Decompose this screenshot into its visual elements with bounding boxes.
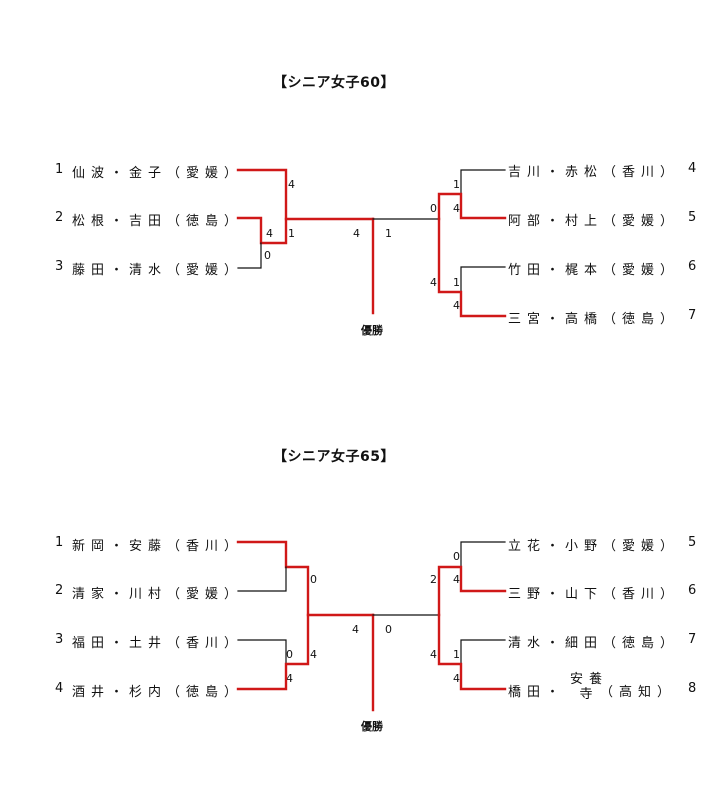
team-name: 竹田・梶本（愛媛）: [508, 263, 680, 278]
match-score: 0: [310, 573, 317, 586]
match-score: 4: [453, 299, 460, 312]
seed-number: 4: [55, 681, 64, 696]
seed-number: 1: [55, 535, 64, 550]
team-name-part: 橋田・: [508, 685, 566, 700]
match-score: 4: [430, 648, 437, 661]
team-name: 仙波・金子（愛媛）: [72, 166, 244, 181]
seed-number: 2: [55, 210, 64, 225]
final-score-right: 0: [385, 623, 392, 636]
team-name-part: （高知）: [600, 685, 677, 700]
match-score: 2: [430, 573, 437, 586]
match-score: 4: [266, 227, 273, 240]
bracket-line-win: [236, 216, 288, 245]
bracket-line-win: [437, 217, 507, 318]
team-name: 吉川・赤松（香川）: [508, 165, 680, 180]
bracket-line: [460, 639, 506, 665]
seed-number: 6: [688, 583, 697, 598]
bracket-line: [460, 541, 506, 568]
seed-number: 5: [688, 210, 697, 225]
seed-number: 7: [688, 308, 697, 323]
seed-number: 3: [55, 632, 64, 647]
match-score: 0: [430, 202, 437, 215]
match-score: 4: [453, 202, 460, 215]
team-name: 福田・土井（香川）: [72, 636, 244, 651]
final-score-right: 1: [385, 227, 392, 240]
match-score: 4: [453, 672, 460, 685]
match-score: 0: [286, 648, 293, 661]
match-score: 1: [453, 276, 460, 289]
team-name: 藤田・清水（愛媛）: [72, 263, 244, 278]
final-score-left: 4: [352, 623, 359, 636]
team-name-part: 安養 寺: [570, 672, 609, 702]
team-name: 新岡・安藤（香川）: [72, 539, 244, 554]
team-name: 酒井・杉内（徳島）: [72, 685, 244, 700]
seed-number: 4: [688, 161, 697, 176]
team-name: 清水・細田（徳島）: [508, 636, 680, 651]
seed-number: 1: [55, 162, 64, 177]
team-name: 三野・山下（香川）: [508, 587, 680, 602]
bracket-line-win: [236, 540, 375, 617]
seed-number: 5: [688, 535, 697, 550]
match-score: 1: [288, 227, 295, 240]
seed-number: 2: [55, 583, 64, 598]
bracket-line: [237, 639, 287, 665]
match-score: 4: [430, 276, 437, 289]
match-score: 1: [453, 648, 460, 661]
seed-number: 7: [688, 632, 697, 647]
winner-label: 優勝: [361, 720, 383, 733]
match-score: 0: [264, 249, 271, 262]
bracket-line-win: [437, 192, 507, 221]
seed-number: 3: [55, 259, 64, 274]
bracket-line: [237, 566, 287, 592]
team-name: 清家・川村（愛媛）: [72, 587, 244, 602]
final-score-left: 4: [353, 227, 360, 240]
match-score: 4: [310, 648, 317, 661]
bracket-title: 【シニア女子65】: [273, 449, 395, 465]
seed-number: 8: [688, 681, 697, 696]
bracket-line-win: [437, 565, 507, 617]
bracket-line: [460, 266, 506, 293]
match-score: 4: [288, 178, 295, 191]
match-score: 1: [453, 178, 460, 191]
bracket-title: 【シニア女子60】: [273, 75, 395, 91]
bracket-line-win: [437, 613, 507, 691]
team-name: 阿部・村上（愛媛）: [508, 214, 680, 229]
bracket-line: [460, 169, 506, 195]
bracket-line: [237, 242, 262, 269]
match-score: 0: [453, 550, 460, 563]
team-name: 松根・吉田（徳島）: [72, 214, 244, 229]
team-name: 三宮・高橋（徳島）: [508, 312, 680, 327]
bracket-line-win: [236, 168, 375, 221]
match-score: 4: [453, 573, 460, 586]
team-name: 立花・小野（愛媛）: [508, 539, 680, 554]
winner-label: 優勝: [361, 324, 383, 337]
match-score: 4: [286, 672, 293, 685]
seed-number: 6: [688, 259, 697, 274]
bracket-line-win: [236, 613, 310, 691]
